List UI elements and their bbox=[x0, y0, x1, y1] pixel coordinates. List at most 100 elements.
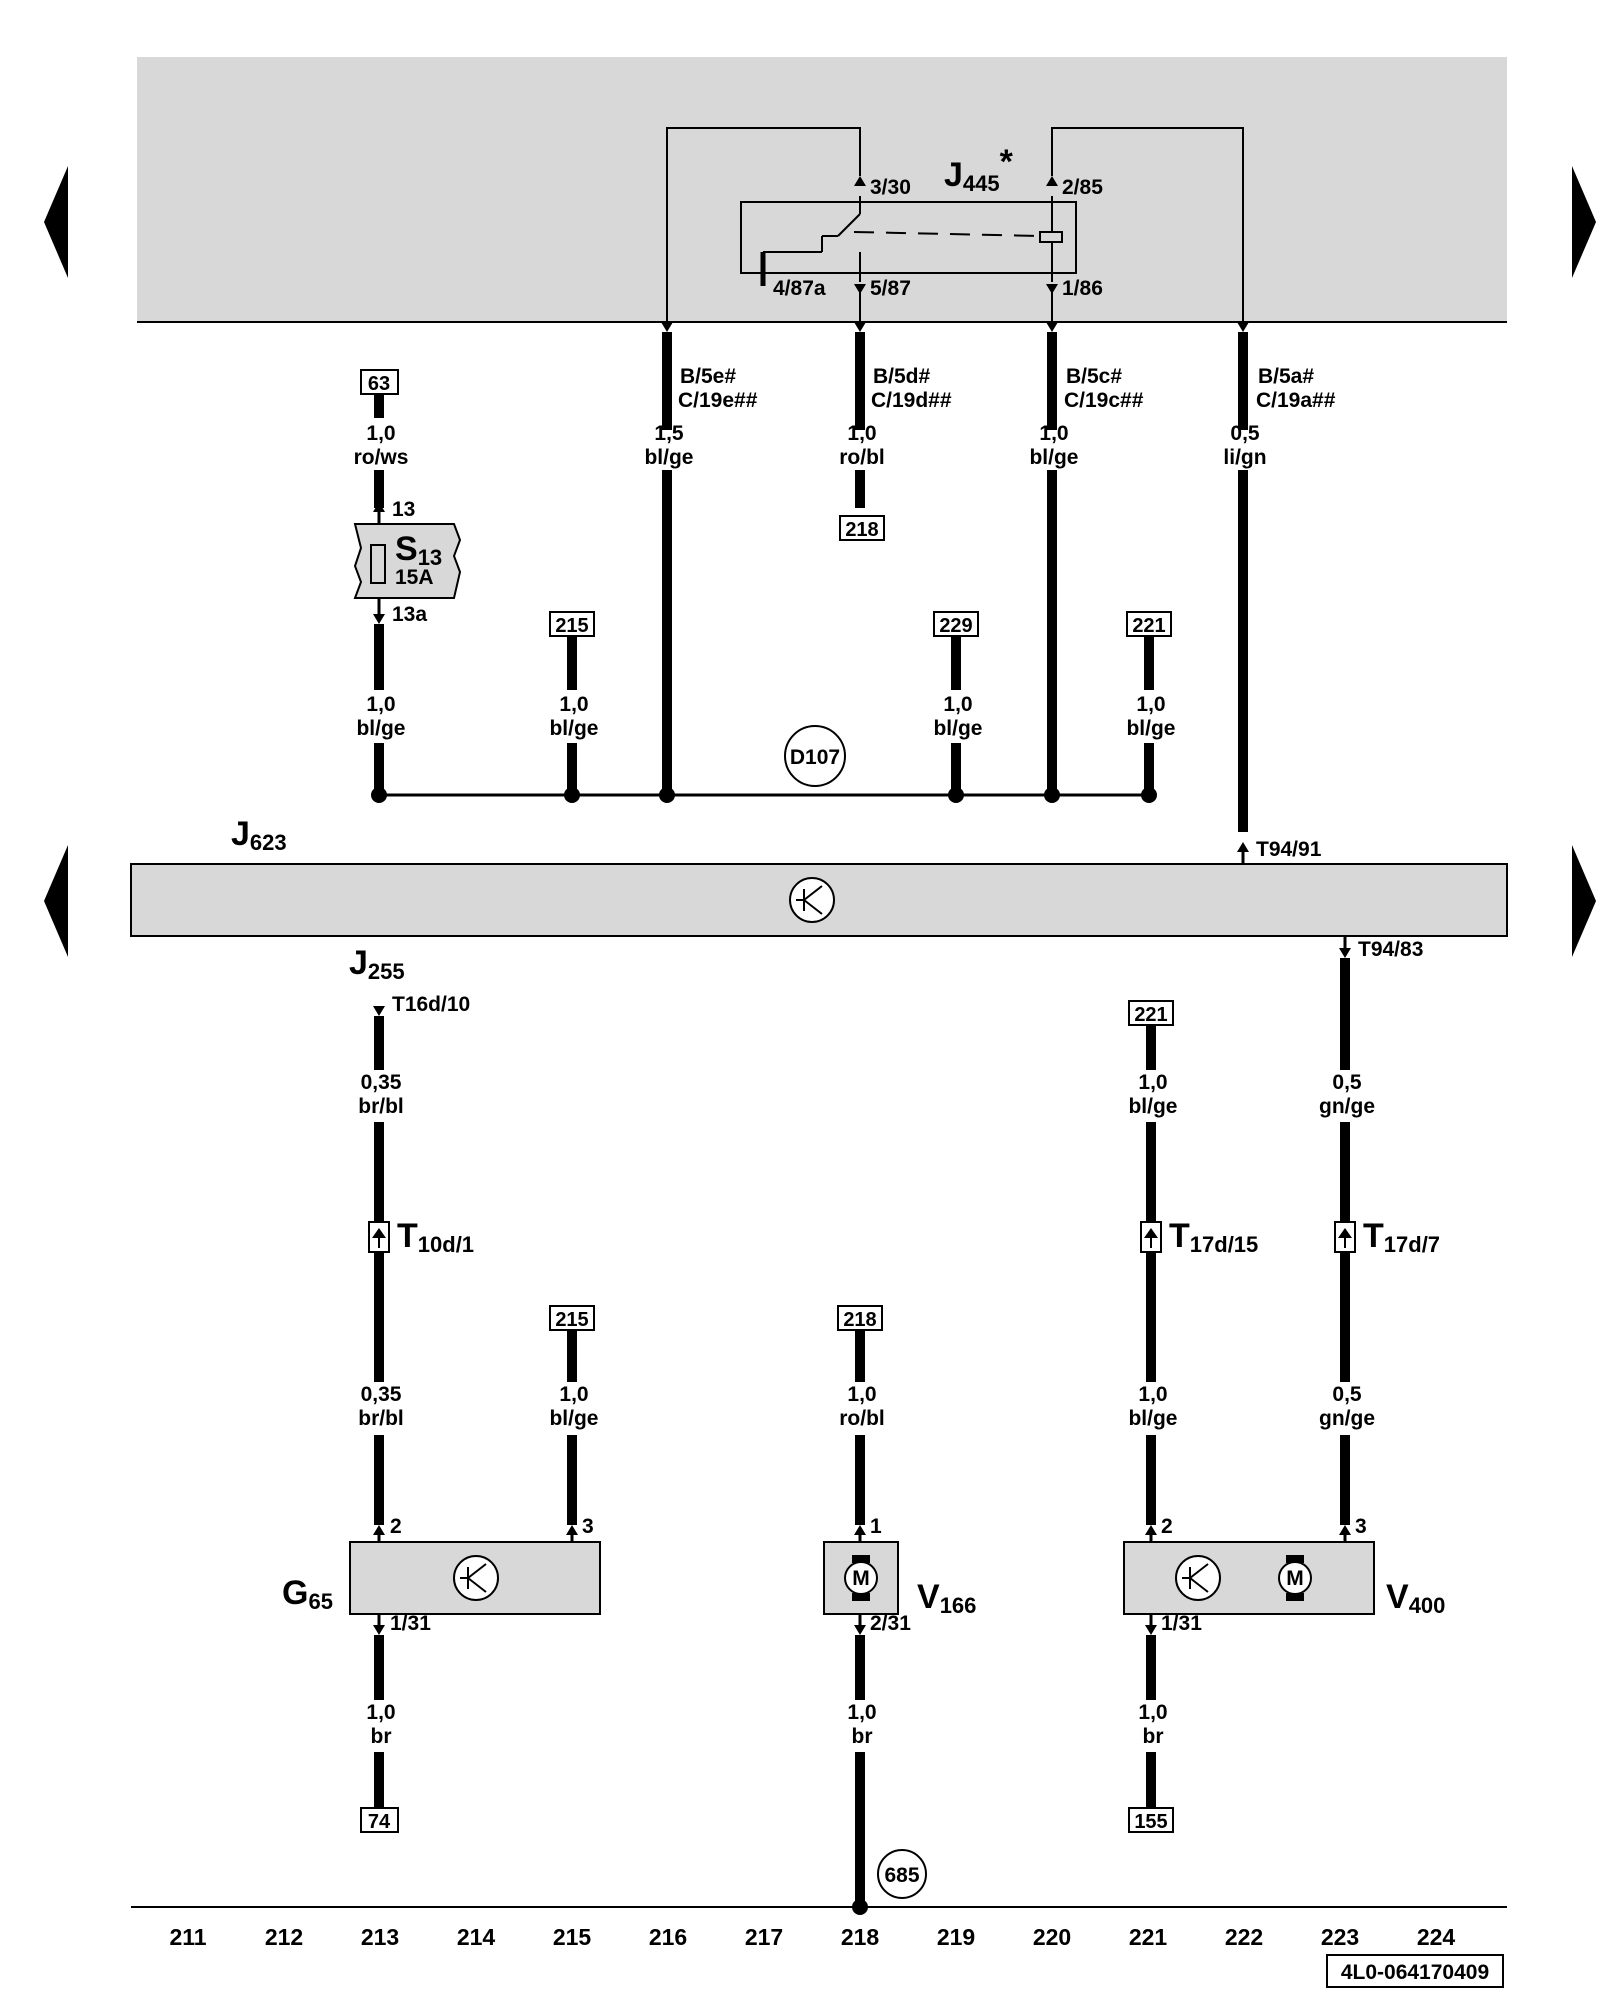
v400-motor-shaft bbox=[1286, 1593, 1304, 1601]
wire-b221-size: 1,0 bbox=[1136, 693, 1165, 716]
conn-b5d: B/5d# bbox=[873, 365, 931, 388]
wire-v166in-color: ro/bl bbox=[839, 1407, 885, 1430]
ref-box-218-top[interactable] bbox=[839, 515, 885, 541]
relay-pin-487a: 4/87a bbox=[773, 277, 826, 300]
connector-t17d15 bbox=[1140, 1221, 1162, 1253]
g65-transistor-glyph bbox=[460, 1563, 487, 1593]
wire-216-color: bl/ge bbox=[644, 446, 693, 469]
v400-sensor-icon bbox=[1175, 1555, 1221, 1601]
wire-63-color: ro/ws bbox=[354, 446, 409, 469]
v400-pin-2: 2 bbox=[1161, 1515, 1173, 1538]
wire-v400b-color: gn/ge bbox=[1319, 1407, 1375, 1430]
v166-motor-label: M bbox=[852, 1567, 870, 1590]
wire-b229-size: 1,0 bbox=[943, 693, 972, 716]
relay-panel bbox=[137, 57, 1507, 322]
wire-220-size: 1,0 bbox=[1039, 422, 1068, 445]
ecu-pin-in: T94/91 bbox=[1256, 838, 1322, 861]
connector-t10d1 bbox=[368, 1221, 390, 1253]
wire-v400a-size: 1,0 bbox=[1138, 1383, 1167, 1406]
ecu-pin-out: T94/83 bbox=[1358, 938, 1423, 961]
ref-box-63[interactable] bbox=[360, 369, 399, 395]
ecu-pin-in-arrow bbox=[1237, 842, 1249, 852]
v166-motor-cap bbox=[852, 1555, 870, 1563]
g65-name: G65 bbox=[282, 1574, 333, 1614]
ecu-transistor-glyph bbox=[796, 885, 823, 915]
wire-j255-color: br/bl bbox=[358, 1095, 404, 1118]
conn-b5e: B/5e# bbox=[680, 365, 736, 388]
wire-v400gnd-size: 1,0 bbox=[1138, 1701, 1167, 1724]
ref-215-low-label: 215 bbox=[555, 1309, 588, 1331]
col-211: 211 bbox=[169, 1924, 206, 1950]
wire-s13out-size: 1,0 bbox=[366, 693, 395, 716]
fuse-name: S13 bbox=[395, 530, 442, 570]
page-prev-arrow-mid[interactable] bbox=[44, 845, 68, 957]
wire-g65gnd-color: br bbox=[371, 1725, 392, 1748]
connector-t10d1-label: T10d/1 bbox=[397, 1217, 474, 1257]
ground-685-label: 685 bbox=[884, 1864, 919, 1887]
g65-sensor-icon bbox=[453, 1555, 499, 1601]
wire-l221-color: bl/ge bbox=[1128, 1095, 1177, 1118]
wire-j255-size: 0,35 bbox=[361, 1071, 402, 1094]
wire-b221-color: bl/ge bbox=[1126, 717, 1175, 740]
wire-g65in-size: 0,35 bbox=[361, 1383, 402, 1406]
relay-j445 bbox=[740, 196, 1077, 286]
v166-motor-shaft bbox=[852, 1593, 870, 1601]
col-215: 215 bbox=[553, 1924, 592, 1950]
component-pin-in-stubs bbox=[377, 1535, 1347, 1542]
v400-pin-131: 1/31 bbox=[1161, 1612, 1202, 1635]
ref-221-top-label: 221 bbox=[1132, 615, 1165, 637]
g65-pin-131: 1/31 bbox=[390, 1612, 431, 1635]
col-224: 224 bbox=[1417, 1924, 1456, 1950]
wire-218-color: ro/bl bbox=[839, 446, 885, 469]
ref-box-229[interactable] bbox=[933, 611, 979, 637]
conn-c19a: C/19a## bbox=[1256, 389, 1336, 412]
conn-c19e: C/19e## bbox=[678, 389, 758, 412]
relay-pin-186: 1/86 bbox=[1062, 277, 1103, 300]
wire-g65b-size: 1,0 bbox=[559, 1383, 588, 1406]
fuse-pin-in: 13 bbox=[392, 498, 415, 521]
col-220: 220 bbox=[1033, 1924, 1071, 1950]
ref-box-218-low[interactable] bbox=[837, 1305, 883, 1331]
page-prev-arrow-top[interactable] bbox=[44, 166, 68, 278]
conn-c19c: C/19c## bbox=[1064, 389, 1144, 412]
v166-name: V166 bbox=[917, 1578, 976, 1618]
col-223: 223 bbox=[1321, 1924, 1359, 1950]
relay-pin-285: 2/85 bbox=[1062, 176, 1103, 199]
v400-transistor-glyph bbox=[1182, 1563, 1209, 1593]
v166-pin-231: 2/31 bbox=[870, 1612, 911, 1635]
wire-216-size: 1,5 bbox=[654, 422, 684, 445]
wire-v400a-color: bl/ge bbox=[1128, 1407, 1177, 1430]
ref-box-155[interactable] bbox=[1128, 1807, 1174, 1833]
wire-220-color: bl/ge bbox=[1029, 446, 1078, 469]
ref-box-221-top[interactable] bbox=[1126, 611, 1172, 637]
ecu-symbol-icon bbox=[789, 877, 835, 923]
ref-155-label: 155 bbox=[1134, 1811, 1167, 1833]
connector-t17d7-label: T17d/7 bbox=[1363, 1217, 1440, 1257]
ref-box-74[interactable] bbox=[360, 1807, 399, 1833]
ref-box-221-mid[interactable] bbox=[1128, 1000, 1174, 1026]
conn-c19d: C/19d## bbox=[871, 389, 952, 412]
v400-body bbox=[1123, 1541, 1375, 1615]
wire-v166in-size: 1,0 bbox=[847, 1383, 876, 1406]
wire-g65gnd-size: 1,0 bbox=[366, 1701, 395, 1724]
page-next-arrow-mid[interactable] bbox=[1572, 845, 1596, 957]
wire-222-size: 0,5 bbox=[1230, 422, 1260, 445]
ref-218-low-label: 218 bbox=[843, 1309, 876, 1331]
upper-thick-wires bbox=[374, 362, 1248, 832]
relay-pin-330: 3/30 bbox=[870, 176, 911, 199]
wire-t9483-color: gn/ge bbox=[1319, 1095, 1375, 1118]
j255-pin: T16d/10 bbox=[392, 993, 470, 1016]
wire-b215-size: 1,0 bbox=[559, 693, 588, 716]
splice-d107-circle bbox=[784, 725, 846, 787]
relay-pin-arrows bbox=[854, 176, 1058, 294]
v400-motor-cap bbox=[1286, 1555, 1304, 1563]
ecu-name: J623 bbox=[231, 815, 287, 855]
ref-box-215-top[interactable] bbox=[549, 611, 595, 637]
col-216: 216 bbox=[649, 1924, 687, 1950]
ref-221-mid-label: 221 bbox=[1134, 1004, 1167, 1026]
wire-v400gnd-color: br bbox=[1143, 1725, 1164, 1748]
ref-box-215-low[interactable] bbox=[549, 1305, 595, 1331]
col-222: 222 bbox=[1225, 1924, 1263, 1950]
column-numbers: 211 212 213 214 215 216 217 218 219 220 … bbox=[169, 1924, 1455, 1950]
page-next-arrow-top[interactable] bbox=[1572, 166, 1596, 278]
